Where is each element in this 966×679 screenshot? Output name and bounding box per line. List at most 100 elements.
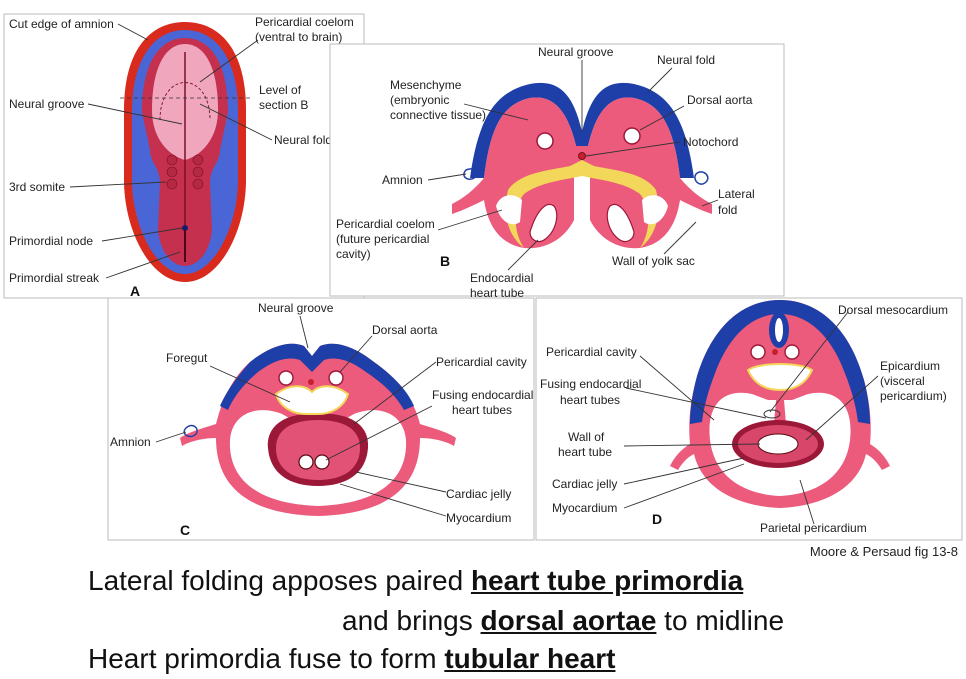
label-d-epicardium-1: Epicardium	[880, 359, 940, 373]
label-c-foregut: Foregut	[166, 351, 208, 365]
caption-line-2-tail: to midline	[656, 605, 785, 636]
lead-a-node	[101, 227, 183, 242]
lead-a-cut-edge	[117, 23, 149, 41]
label-d-wall-1: Wall of	[568, 430, 605, 444]
lead-d-pericardial	[639, 355, 715, 421]
label-d-epicardium-3: pericardium)	[880, 389, 947, 403]
lead-a-somite	[69, 181, 167, 188]
lead-b-neural-fold	[647, 67, 673, 93]
d-notochord	[772, 349, 778, 355]
figure-credit: Moore & Persaud fig 13-8	[809, 544, 958, 559]
panel-a: Cut edge of amnion Pericardial coelom (v…	[3, 13, 365, 299]
lead-a-neural-fold	[199, 103, 273, 141]
label-b-notochord: Notochord	[683, 135, 738, 149]
d-neural-canal	[775, 318, 783, 342]
label-d-wall-2: heart tube	[558, 445, 612, 459]
label-d-pericardial-cavity: Pericardial cavity	[546, 345, 637, 359]
label-a-primordial-node: Primordial node	[9, 234, 93, 248]
c-endocardial-right	[314, 454, 330, 470]
lead-a-pericardial	[199, 39, 259, 83]
lead-c-dorsal-aorta	[339, 335, 373, 373]
d-aorta-left	[750, 344, 766, 360]
b-coelom-right	[642, 195, 668, 225]
lead-a-streak	[105, 251, 181, 279]
label-c-fusing-1: Fusing endocardial	[432, 388, 533, 402]
lead-d-parietal	[799, 479, 815, 525]
c-aorta-right	[328, 370, 344, 386]
label-b-pericardial-1: Pericardial coelom	[336, 217, 435, 231]
d-endocardial-lumen	[757, 433, 799, 455]
label-b-mesenchyme-1: Mesenchyme	[390, 78, 462, 92]
label-b-endocardial-2: heart tube	[470, 286, 524, 300]
lead-d-mesocardium	[769, 311, 849, 413]
label-b-yolk-sac: Wall of yolk sac	[612, 254, 695, 268]
label-a-level-2: section B	[259, 98, 308, 112]
lead-b-mesenchyme	[463, 103, 529, 121]
lead-b-notochord	[585, 141, 681, 157]
caption-line-3: Heart primordia fuse to form tubular hea…	[88, 640, 966, 678]
lead-d-epicardium	[805, 375, 879, 441]
c-endocardial-left	[298, 454, 314, 470]
label-c-myocardium: Myocardium	[446, 511, 511, 525]
somites	[166, 154, 204, 190]
label-d-epicardium-2: (visceral	[880, 374, 925, 388]
label-a-pericardial-2: (ventral to brain)	[255, 30, 342, 44]
label-d-cardiac-jelly: Cardiac jelly	[552, 477, 617, 491]
panel-c: Neural groove Dorsal aorta Foregut Peric…	[107, 297, 535, 541]
c-notochord	[308, 379, 314, 385]
lead-c-pericardial	[353, 361, 437, 425]
b-notochord	[578, 152, 586, 160]
lead-b-dorsal-aorta	[639, 105, 685, 131]
panel-d: Dorsal mesocardium Pericardial cavity Ep…	[535, 297, 963, 541]
label-c-dorsal-aorta: Dorsal aorta	[372, 323, 438, 337]
lead-b-amnion	[427, 173, 467, 181]
label-b-lateral-fold-1: Lateral	[718, 187, 755, 201]
label-c-neural-groove: Neural groove	[258, 301, 334, 315]
c-aorta-left	[278, 370, 294, 386]
caption-line-2: and brings dorsal aortae to midline	[342, 602, 966, 640]
label-c-pericardial-cavity: Pericardial cavity	[436, 355, 527, 369]
d-mesocardium	[774, 400, 786, 424]
lead-c-myocardium	[339, 483, 447, 517]
b-heart-tube-right	[606, 203, 635, 243]
label-d-myocardium: Myocardium	[552, 501, 617, 515]
label-c-fusing-2: heart tubes	[452, 403, 512, 417]
primordial-node-dot	[182, 225, 188, 231]
label-b-mesenchyme-2: (embryonic	[390, 93, 449, 107]
d-foregut	[746, 363, 814, 392]
c-ectoderm-shape	[220, 343, 414, 410]
label-b-lateral-fold-2: fold	[718, 203, 737, 217]
label-b-dorsal-aorta: Dorsal aorta	[687, 93, 753, 107]
pericardial-arc	[159, 82, 211, 121]
lead-c-fusing	[325, 405, 433, 461]
lead-b-lateral-fold	[701, 199, 719, 207]
c-cardiac-jelly	[276, 420, 360, 480]
b-aorta-left	[536, 132, 554, 150]
lead-c-cardiac-jelly	[355, 471, 447, 493]
label-d-fusing-1: Fusing endocardial	[540, 377, 641, 391]
lead-b-pericardial	[437, 209, 503, 231]
lead-d-fusing	[625, 387, 767, 419]
c-foregut	[274, 385, 350, 415]
label-c-amnion: Amnion	[110, 435, 151, 449]
label-b-neural-groove: Neural groove	[538, 45, 614, 59]
label-a-cut-edge: Cut edge of amnion	[9, 17, 114, 31]
panel-a-letter: A	[130, 283, 140, 299]
label-d-parietal: Parietal pericardium	[760, 521, 867, 535]
caption-line-2-text: and brings	[342, 605, 481, 636]
label-b-endocardial-1: Endocardial	[470, 271, 533, 285]
d-aorta-right	[784, 344, 800, 360]
label-d-mesocardium: Dorsal mesocardium	[838, 303, 948, 317]
lead-d-myocardium	[623, 463, 745, 509]
caption-line-1-text: Lateral folding apposes paired	[88, 565, 471, 596]
lead-d-wall	[623, 443, 761, 447]
lead-b-endocardial	[507, 239, 539, 271]
label-b-neural-fold: Neural fold	[657, 53, 715, 67]
d-ectoderm-shape	[690, 300, 870, 424]
label-b-pericardial-3: cavity)	[336, 247, 371, 261]
caption-line-1: Lateral folding apposes paired heart tub…	[88, 562, 966, 600]
lead-a-neural-groove	[87, 103, 183, 125]
lead-c-neural-groove	[299, 315, 309, 349]
label-a-third-somite: 3rd somite	[9, 180, 65, 194]
panel-b: Neural groove Neural fold Mesenchyme (em…	[329, 43, 785, 300]
